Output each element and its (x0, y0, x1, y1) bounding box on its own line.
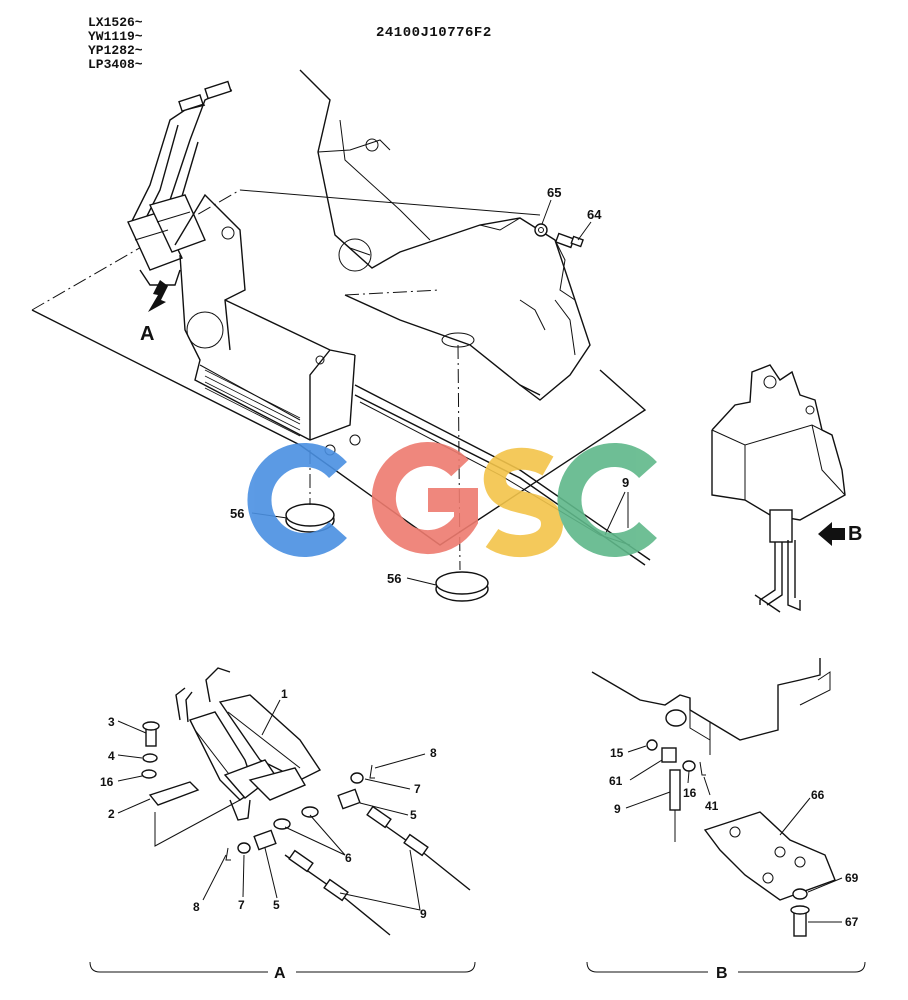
rubber-plug-56-left (285, 450, 335, 533)
nut-65 (534, 223, 548, 237)
detail-a-callout-5-right: 5 (410, 808, 417, 822)
part-66-plate (703, 811, 836, 901)
detail-b: 15 61 16 41 9 66 69 67 B (586, 658, 866, 982)
detail-b-callout-16: 16 (683, 786, 697, 800)
floor-plate-back-edge (239, 189, 541, 216)
detail-a: 1 3 4 16 2 8 7 5 6 8 7 5 9 A (89, 667, 476, 982)
view-arrow-a: A (140, 280, 168, 345)
bolt-64 (554, 232, 584, 249)
detail-a-callout-9: 9 (420, 907, 427, 921)
detail-a-bracket (89, 961, 476, 973)
detail-a-callout-8-top: 8 (430, 746, 437, 760)
watermark-logo (247, 442, 657, 558)
part-16-washer-b (682, 760, 696, 772)
part-61-clip (661, 747, 677, 763)
callout-9-main: 9 (622, 475, 629, 490)
detail-a-label: A (274, 965, 286, 982)
detail-a-callout-2: 2 (108, 807, 115, 821)
brake-pedal-levers (127, 80, 233, 271)
detail-a-callout-7-top: 7 (414, 782, 421, 796)
view-marker-b-label: B (848, 523, 862, 545)
detail-b-callout-66: 66 (811, 788, 825, 802)
transmission-housing (299, 69, 591, 401)
part-7-washer-bottom (237, 842, 251, 854)
serial-range-lx: LX1526~ (88, 15, 143, 30)
callout-65: 65 (547, 185, 561, 200)
part-6-pin-right (301, 806, 319, 818)
detail-a-callout-7-bottom: 7 (238, 898, 245, 912)
part-8-cotter-top (369, 764, 375, 779)
detail-a-callout-5-bottom: 5 (273, 898, 280, 912)
detail-b-callout-41: 41 (705, 799, 719, 813)
detail-b-bracket (586, 961, 866, 973)
part-9-rod-b (669, 769, 681, 811)
detail-a-callout-4: 4 (108, 749, 115, 763)
drawing-number: 24100J10776F2 (376, 25, 492, 41)
floor-plate-edge-left (31, 189, 241, 311)
valve-assembly-view: B (711, 364, 862, 613)
serial-range-lp: LP3408~ (88, 57, 143, 72)
part-6-pin-left (273, 818, 291, 830)
part-2-bracket (148, 781, 200, 806)
detail-b-callout-67: 67 (845, 915, 859, 929)
watermark-letter-s (483, 447, 564, 558)
part-69-washer (792, 888, 808, 900)
detail-a-callout-1: 1 (281, 687, 288, 701)
part-4-washer (142, 753, 158, 763)
detail-a-callout-3: 3 (108, 715, 115, 729)
part-15-bolt (646, 739, 658, 751)
callout-56-left: 56 (230, 506, 244, 521)
part-41-pin (699, 761, 706, 776)
watermark-letter-c1 (247, 443, 347, 557)
serial-range-list: LX1526~ YW1119~ YP1282~ LP3408~ (88, 16, 143, 72)
callout-56-right: 56 (387, 571, 401, 586)
detail-b-callout-9: 9 (614, 802, 621, 816)
view-arrow-b (818, 522, 845, 546)
main-assembly-view: A 65 64 9 56 56 (31, 69, 651, 602)
pedal-pad-right (218, 694, 322, 781)
serial-range-yp: YP1282~ (88, 43, 143, 58)
detail-b-callout-15: 15 (610, 746, 624, 760)
callout-64: 64 (587, 207, 602, 222)
detail-a-callout-8-bottom: 8 (193, 900, 200, 914)
watermark-letter-c2 (557, 443, 657, 557)
rubber-plug-56-right (435, 332, 489, 602)
part-16-washer (141, 769, 157, 779)
detail-a-callout-16: 16 (100, 775, 114, 789)
part-5-clevis-left (253, 829, 277, 851)
detail-b-callout-61: 61 (609, 774, 623, 788)
part-5-clevis-right (337, 788, 361, 810)
pedal-bracket-console (139, 193, 361, 456)
detail-b-callout-69: 69 (845, 871, 859, 885)
view-marker-a-label: A (140, 323, 154, 345)
part-8-cotter-bottom (225, 847, 231, 861)
detail-b-label: B (716, 965, 728, 982)
watermark-letter-g (371, 442, 478, 555)
floor-plate-center-line (344, 289, 441, 296)
detail-a-callout-6: 6 (345, 851, 352, 865)
part-7-washer-top (350, 772, 364, 784)
serial-range-yw: YW1119~ (88, 29, 143, 44)
